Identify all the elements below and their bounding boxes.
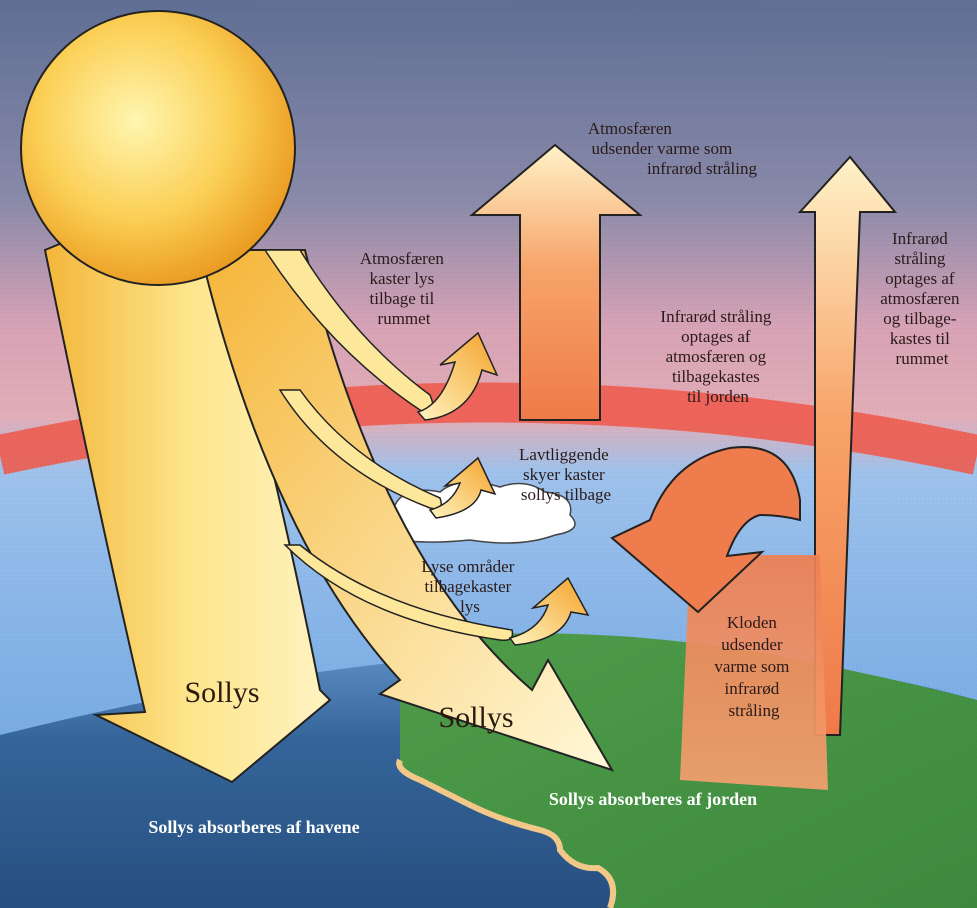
- label-sunlight-left: Sollys: [184, 676, 259, 709]
- label-absorbed-land: Sollys absorberes af jorden: [549, 789, 757, 809]
- label-clouds-reflect: Lavtliggende skyer kaster sollys tilbage: [519, 445, 613, 504]
- label-sunlight-right: Sollys: [438, 701, 513, 734]
- label-absorbed-oceans: Sollys absorberes af havene: [148, 817, 359, 837]
- sun: [21, 11, 295, 285]
